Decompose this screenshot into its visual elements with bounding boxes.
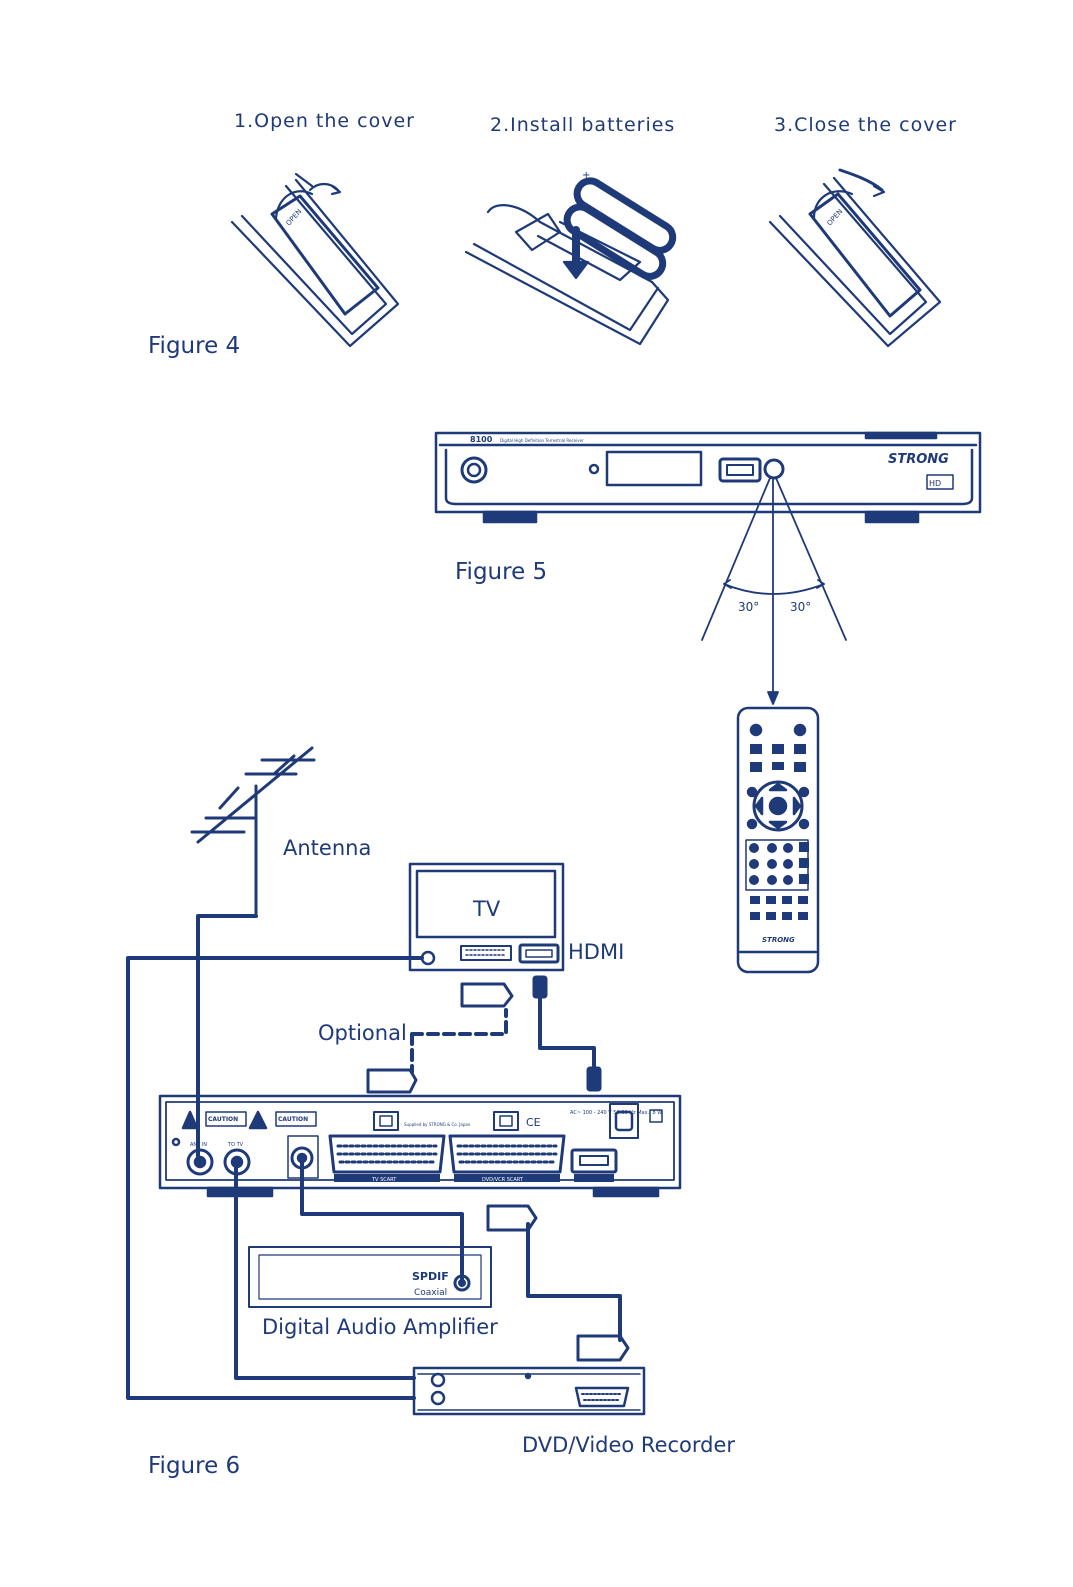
- svg-text:CE: CE: [526, 1116, 541, 1129]
- svg-text:STRONG: STRONG: [762, 936, 795, 944]
- remote-close-cover-drawing: OPEN: [768, 168, 942, 348]
- svg-text:HD: HD: [929, 479, 941, 488]
- receiver-model: 8100: [470, 435, 493, 444]
- receiver-back-panel: CAUTION CAUTION ANT IN TO TV TV SCART: [158, 1094, 682, 1198]
- amplifier-label: Digital Audio Amplifier: [262, 1315, 498, 1339]
- receiver-brand: STRONG: [888, 452, 949, 467]
- step-install-batteries-label: 2.Install batteries: [490, 114, 676, 136]
- optional-scart-cable: [410, 1008, 508, 1074]
- antenna-label: Antenna: [283, 836, 372, 860]
- dvd-scart-label: DVD/VCR SCART: [482, 1177, 524, 1183]
- caution-label-1: CAUTION: [208, 1116, 238, 1123]
- svg-text:CAUTION: CAUTION: [278, 1116, 308, 1123]
- remote-control: STRONG: [736, 706, 820, 974]
- svg-text:Supplied by STRONG & Co. Japan: Supplied by STRONG & Co. Japan: [404, 1122, 471, 1127]
- ant-in-label: ANT IN: [190, 1142, 207, 1148]
- step-close-cover-label: 3.Close the cover: [774, 114, 957, 136]
- recorder-drawing: [412, 1366, 646, 1416]
- angle-left-label: 30°: [738, 600, 759, 614]
- coaxial-label: Coaxial: [414, 1288, 447, 1298]
- connector-plugs: [366, 975, 630, 1362]
- receiver-front-panel: 8100 Digital High Definition Terrestrial…: [434, 431, 982, 524]
- antenna-drawing: [190, 746, 316, 918]
- ir-angle-diagram: 30° 30°: [701, 477, 847, 705]
- svg-text:+: +: [664, 242, 672, 253]
- step-open-cover-label: 1.Open the cover: [234, 110, 415, 132]
- open-text: OPEN: [285, 208, 304, 228]
- tv-label: TV: [472, 897, 501, 921]
- svg-text:OPEN: OPEN: [826, 208, 845, 228]
- remote-install-batteries-drawing: + +: [464, 170, 677, 346]
- svg-text:+: +: [582, 170, 590, 181]
- figure-5-caption: Figure 5: [455, 559, 548, 585]
- power-spec: AC~ 100 - 240 V 50/60 Hz Max.: 8 W: [570, 1110, 662, 1116]
- hdmi-label: HDMI: [568, 940, 625, 964]
- to-tv-label: TO TV: [227, 1142, 244, 1148]
- figure-6-caption: Figure 6: [148, 1453, 241, 1479]
- optional-label: Optional: [318, 1021, 407, 1045]
- tv-scart-label: TV SCART: [371, 1177, 397, 1183]
- figure-4-caption: Figure 4: [148, 333, 241, 359]
- recorder-label: DVD/Video Recorder: [522, 1433, 736, 1457]
- angle-right-label: 30°: [790, 600, 811, 614]
- spdif-label: SPDIF: [412, 1270, 449, 1283]
- remote-open-cover-drawing: OPEN: [230, 172, 400, 348]
- tv-drawing: TV: [408, 862, 565, 972]
- amplifier-drawing: SPDIF Coaxial: [248, 1246, 492, 1308]
- svg-text:Digital High Definition Terres: Digital High Definition Terrestrial Rece…: [500, 438, 584, 443]
